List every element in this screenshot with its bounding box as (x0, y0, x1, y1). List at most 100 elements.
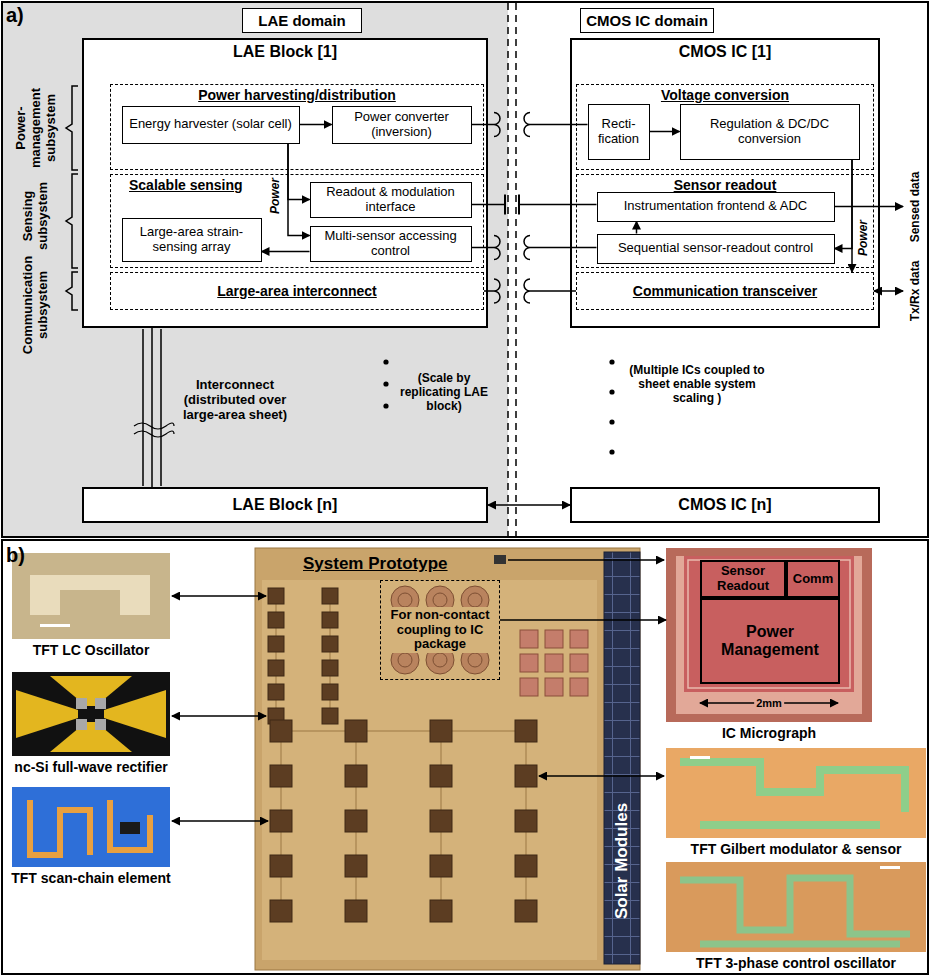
subsystem-label: Power-management subsystem (14, 78, 59, 178)
photo-title: System Prototype (300, 554, 451, 574)
process-box: Readout & modulation interface (310, 182, 472, 218)
tft-circuit (268, 636, 284, 652)
tft-circuit (345, 720, 367, 742)
leader-arrow (508, 559, 664, 561)
coupling-coil-pad (398, 593, 412, 607)
leader-arrow (539, 775, 664, 777)
rectifier-image (16, 690, 78, 738)
signal-label: Tx/Rx data (909, 261, 923, 322)
image-caption: TFT Gilbert modulator & sensor (691, 841, 902, 857)
tft-circuit (270, 720, 292, 742)
section-box: Large-area interconnect (110, 272, 484, 310)
box-label: Energy harvester (solar cell) (129, 117, 292, 132)
prototype-sheet (255, 548, 640, 970)
process-box: Regulation & DC/DC conversion (680, 104, 860, 160)
power-line-label: Power (269, 178, 283, 214)
continuation-dot (383, 359, 388, 364)
continuation-dot (383, 381, 388, 386)
tft-circuit (345, 810, 367, 832)
panel-b (2, 540, 928, 974)
gilbert-image (666, 748, 926, 838)
image-caption: TFT 3-phase control oscillator (696, 955, 896, 971)
box-label: LAE domain (258, 12, 346, 29)
section-title: Large-area interconnect (217, 283, 377, 299)
subsystem-bracket (66, 174, 78, 268)
rectifier-image (104, 690, 166, 738)
domain-divider (507, 3, 509, 536)
scan-chain-image (12, 787, 170, 867)
tft-circuit (268, 588, 284, 604)
tft-circuit (268, 612, 284, 628)
image-caption: TFT scan-chain element (11, 870, 170, 886)
process-box: Recti- fication (588, 104, 650, 160)
panel-letter: a) (6, 4, 24, 27)
section-box: Power harvesting/distributionEnergy harv… (110, 84, 484, 170)
tft-circuit (322, 660, 338, 676)
process-box: CMOS IC domain (580, 8, 714, 33)
scan-chain-image (120, 822, 140, 834)
rectifier-image (50, 676, 132, 706)
subsystem-bracket (66, 272, 78, 310)
connector (500, 619, 666, 621)
box-label: Multi-sensor accessing control (315, 229, 467, 259)
tft-circuit (270, 900, 292, 922)
interconnect-wire (134, 423, 174, 437)
tft-circuit (430, 810, 452, 832)
section-box: Sensor readoutInstrumentation frontend &… (576, 174, 874, 268)
ic-micrograph-image (684, 556, 854, 692)
leader-arrow (172, 595, 266, 597)
continuation-dot (383, 403, 388, 408)
rectifier-image (50, 722, 132, 752)
coupling-coil (524, 236, 530, 260)
box-label: Readout & modulation interface (315, 185, 467, 215)
scan-chain-image (30, 800, 150, 855)
block-title: CMOS IC [1] (572, 43, 878, 61)
lc-oscillator-image (12, 553, 170, 639)
coupling-region: For non-contact coupling to IC package (380, 580, 500, 680)
rectifier-image (76, 719, 87, 730)
coupling-coil-pad (433, 593, 447, 607)
process-box: Energy harvester (solar cell) (122, 106, 300, 144)
coupling-pad (570, 678, 588, 696)
gilbert-image (680, 762, 905, 825)
block-container: LAE Block [1]Power harvesting/distributi… (82, 38, 488, 328)
coupling-pad (520, 678, 538, 696)
three-phase-image (666, 862, 926, 952)
coupling-coil (494, 113, 500, 137)
scaling-note: (Scale by replicating LAE block) (396, 372, 492, 413)
leader-arrow (172, 820, 268, 822)
prototype-sheet (255, 548, 640, 970)
process-box: Large-area strain-sensing array (122, 218, 262, 262)
domain-divider (515, 3, 517, 536)
rectifier-image (76, 698, 106, 730)
coupling-pad (570, 630, 588, 648)
solar-module (604, 552, 640, 964)
tft-circuit (270, 765, 292, 787)
box-label: CMOS IC [n] (678, 496, 771, 514)
box-label: CMOS IC domain (586, 12, 708, 29)
ic-package (494, 555, 506, 564)
continuation-dot (383, 359, 614, 454)
solar-module-strip: Solar Modules (604, 552, 640, 964)
ic-micrograph-image (666, 548, 872, 722)
section-title: Scalable sensing (129, 177, 243, 193)
coupling-pad (520, 630, 538, 648)
tft-circuit (270, 855, 292, 877)
connector (488, 504, 570, 506)
ic-micrograph-image (666, 548, 872, 722)
tft-circuit (268, 660, 284, 676)
box-label: Sensor Readout (706, 564, 780, 594)
coupling-coil (524, 113, 530, 137)
tft-circuit (268, 684, 284, 700)
lc-oscillator-image (12, 553, 170, 639)
tft-circuit (322, 612, 338, 628)
scaling-note: (Multiple ICs coupled to sheet enable sy… (622, 364, 772, 405)
scan-chain-image (12, 787, 170, 867)
tft-circuit (345, 900, 367, 922)
tft-circuit (430, 720, 452, 742)
section-box: Communication transceiver (576, 272, 874, 310)
coupling-coil (524, 279, 530, 303)
subsystem-label: Sensing subsystem (21, 169, 51, 263)
lc-oscillator-image (40, 624, 70, 627)
coupling-pad (520, 630, 588, 696)
